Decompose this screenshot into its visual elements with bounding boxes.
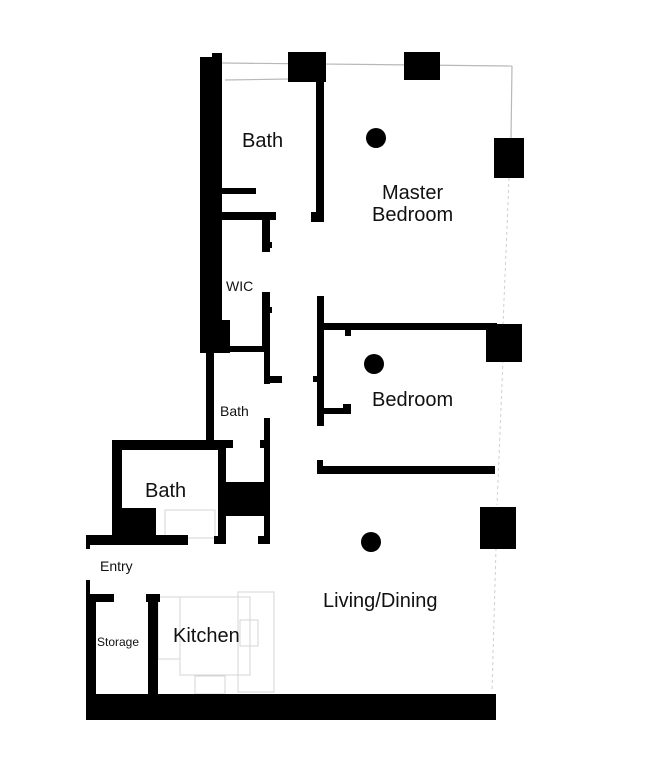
ceiling-light-icon — [364, 354, 384, 374]
room-label-storage: Storage — [97, 635, 140, 649]
room-label-bedroom: Bedroom — [372, 389, 454, 411]
walls — [86, 52, 524, 720]
ceiling-lights — [361, 128, 386, 552]
ceiling-light-icon — [361, 532, 381, 552]
room-label-master-line2: Bedroom — [372, 204, 454, 226]
room-label-bath-small: Bath — [220, 403, 249, 419]
room-label-living-dining: Living/Dining — [323, 590, 438, 612]
room-label-bath-entry: Bath — [145, 480, 187, 502]
room-label-wic: WIC — [226, 278, 254, 294]
room-label-master-bedroom: Master Bedroom — [372, 182, 453, 226]
room-label-entry: Entry — [100, 558, 133, 574]
windows — [221, 62, 513, 693]
room-label-master-line1: Master — [382, 182, 444, 204]
ceiling-light-icon — [366, 128, 386, 148]
room-label-kitchen: Kitchen — [173, 625, 240, 647]
room-label-bath-master: Bath — [242, 130, 284, 152]
